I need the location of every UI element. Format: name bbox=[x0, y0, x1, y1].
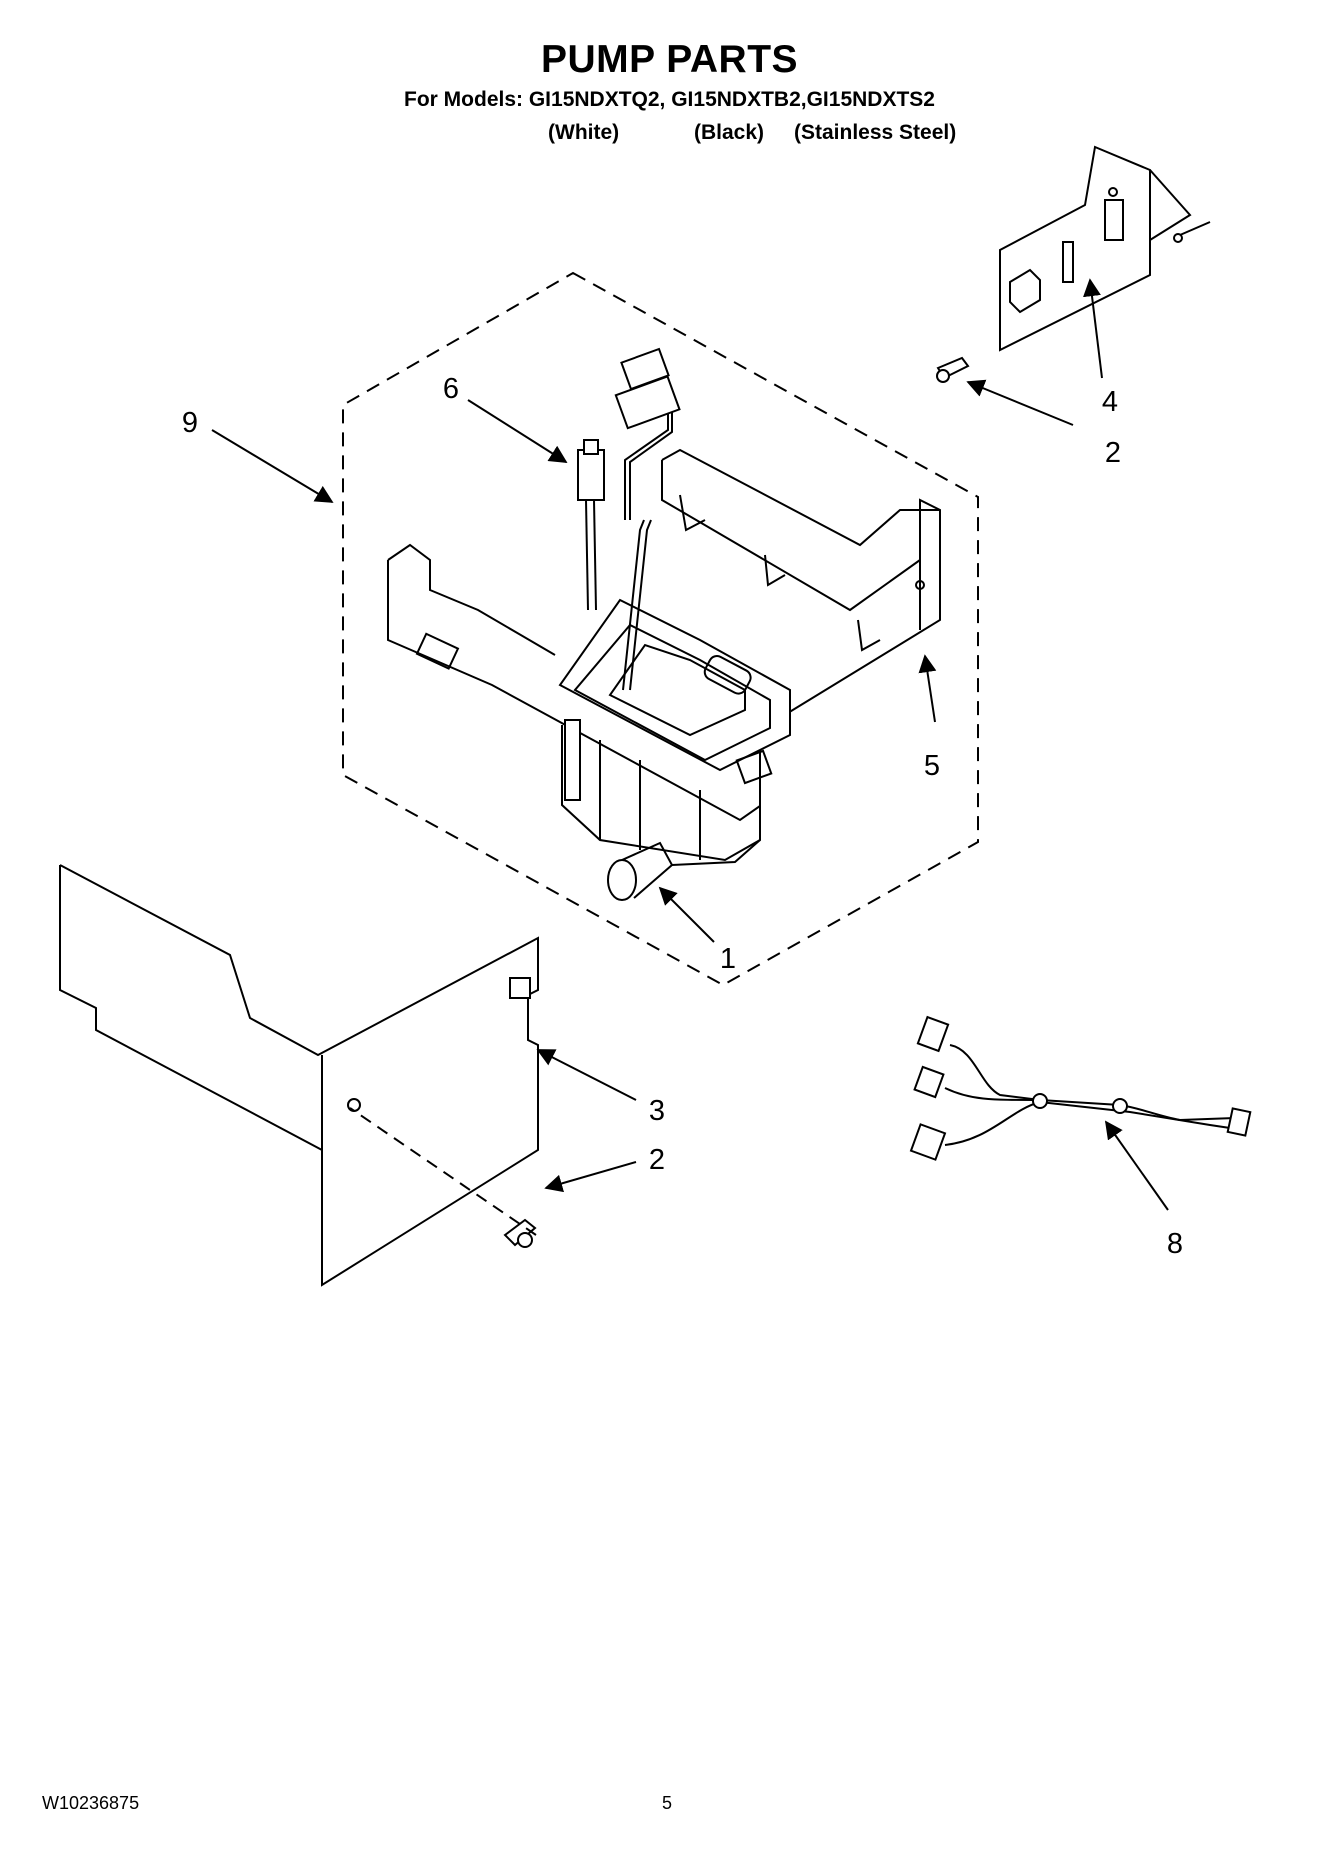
mounting-bracket bbox=[999, 145, 1211, 352]
callout-6: 6 bbox=[443, 373, 459, 405]
models-line: For Models: GI15NDXTQ2, GI15NDXTB2,GI15N… bbox=[404, 88, 935, 111]
screw-lower bbox=[503, 1218, 537, 1248]
callout-1: 1 bbox=[720, 943, 736, 975]
page-title: PUMP PARTS bbox=[540, 38, 799, 81]
screw-upper bbox=[936, 356, 970, 383]
leader-arrows bbox=[211, 278, 1169, 1236]
pump-housing-tray bbox=[387, 448, 941, 901]
variant-stainless-steel: (Stainless Steel) bbox=[794, 121, 957, 144]
callout-9: 9 bbox=[182, 407, 198, 439]
callout-4: 4 bbox=[1102, 386, 1118, 418]
callout-5: 5 bbox=[924, 750, 940, 782]
callout-2-upper: 2 bbox=[1105, 437, 1121, 469]
variant-white: (White) bbox=[548, 121, 620, 144]
callout-2-lower: 2 bbox=[649, 1144, 665, 1176]
variant-black: (Black) bbox=[694, 121, 765, 144]
callout-3: 3 bbox=[649, 1095, 665, 1127]
callout-8: 8 bbox=[1167, 1228, 1183, 1260]
assembly-group-boundary bbox=[342, 271, 979, 987]
drain-tube-and-connector bbox=[614, 347, 681, 691]
document-number: W10236875 bbox=[42, 1793, 140, 1813]
page-number: 5 bbox=[662, 1793, 673, 1813]
front-cover-panel bbox=[59, 864, 539, 1287]
wire-harness-long bbox=[909, 1015, 1252, 1161]
wire-harness-short bbox=[577, 439, 605, 611]
